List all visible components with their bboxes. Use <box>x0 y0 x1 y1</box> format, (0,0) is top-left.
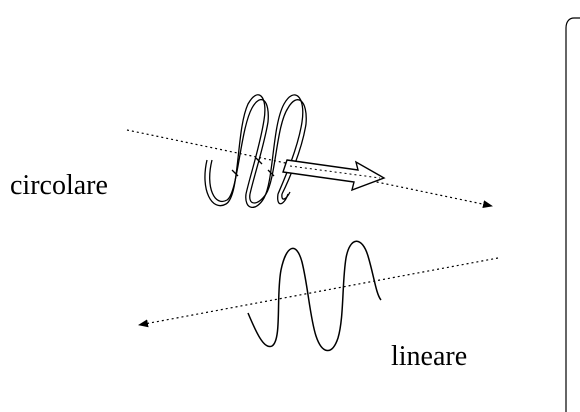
circular-wave-group <box>126 94 493 209</box>
linear-propagation-axis <box>138 257 499 328</box>
linear-polarization-label: lineare <box>391 341 468 372</box>
circular-polarization-label: circolare <box>10 170 108 201</box>
arrow-inner-axis-segment <box>289 165 381 179</box>
cropped-side-panel <box>565 17 580 412</box>
linear-wave-group <box>138 240 499 352</box>
circular-helix <box>204 94 307 208</box>
propagation-direction-arrow <box>282 159 386 192</box>
side-panel-border <box>565 17 580 412</box>
linear-sine-wave <box>247 240 382 352</box>
